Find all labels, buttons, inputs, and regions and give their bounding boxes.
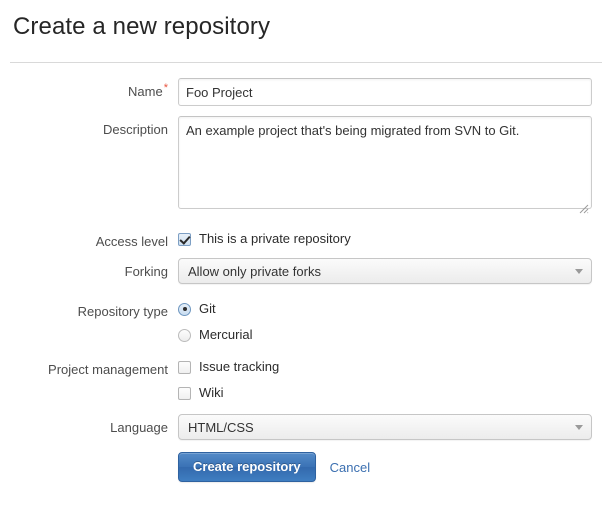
form-row-actions: Create repository Cancel: [0, 448, 612, 482]
name-label-text: Name: [128, 84, 163, 99]
private-repository-option[interactable]: This is a private repository: [178, 228, 612, 250]
description-control: [178, 116, 612, 214]
form-row-repository-type: Repository type Git Mercurial: [0, 298, 612, 346]
repository-type-option-mercurial[interactable]: Mercurial: [178, 324, 612, 346]
repository-type-control: Git Mercurial: [178, 298, 612, 346]
actions-control: Create repository Cancel: [178, 448, 612, 482]
description-textarea[interactable]: [178, 116, 592, 209]
form-actions: Create repository Cancel: [178, 452, 612, 482]
form-row-language: Language HTML/CSS: [0, 414, 612, 440]
forking-control: Allow only private forks: [178, 258, 612, 284]
project-management-option-wiki[interactable]: Wiki: [178, 382, 612, 404]
description-textarea-wrapper: [178, 116, 592, 214]
create-repository-button[interactable]: Create repository: [178, 452, 316, 482]
language-select[interactable]: HTML/CSS: [178, 414, 592, 440]
form-row-forking: Forking Allow only private forks: [0, 258, 612, 284]
actions-label-spacer: [0, 448, 168, 454]
issue-tracking-checkbox[interactable]: [178, 360, 191, 374]
project-management-label: Project management: [48, 362, 168, 377]
issue-tracking-label: Issue tracking: [199, 359, 280, 374]
language-label: Language: [110, 420, 168, 435]
name-input[interactable]: [178, 78, 592, 106]
repository-type-label: Repository type: [77, 304, 168, 319]
page-title: Create a new repository: [13, 13, 271, 40]
title-divider: [10, 62, 602, 63]
chevron-down-icon: [575, 425, 583, 430]
language-select-value: HTML/CSS: [188, 419, 254, 435]
repository-type-radio-mercurial[interactable]: [178, 328, 191, 342]
language-control: HTML/CSS: [178, 414, 612, 440]
name-control: [178, 78, 612, 106]
cancel-link[interactable]: Cancel: [329, 459, 371, 475]
form-row-name: Name*: [0, 78, 612, 106]
private-repository-checkbox[interactable]: [178, 232, 191, 246]
form-row-description: Description: [0, 116, 612, 214]
forking-select-value: Allow only private forks: [188, 263, 321, 279]
repository-type-label-git: Git: [199, 301, 216, 316]
private-repository-label: This is a private repository: [199, 231, 351, 246]
wiki-label: Wiki: [199, 385, 224, 400]
project-management-option-issue-tracking[interactable]: Issue tracking: [178, 356, 612, 378]
name-label: Name*: [0, 78, 168, 100]
create-repository-form: Name* Description: [0, 78, 612, 492]
access-level-label: Access level: [95, 234, 168, 249]
description-label: Description: [102, 122, 168, 137]
repository-type-radio-git[interactable]: [178, 302, 191, 316]
repository-type-label-mercurial: Mercurial: [199, 327, 253, 342]
form-row-project-management: Project management Issue tracking Wiki: [0, 356, 612, 404]
project-management-control: Issue tracking Wiki: [178, 356, 612, 404]
repository-type-option-git[interactable]: Git: [178, 298, 612, 320]
forking-select[interactable]: Allow only private forks: [178, 258, 592, 284]
access-level-control: This is a private repository: [178, 228, 612, 250]
forking-label: Forking: [124, 264, 168, 279]
chevron-down-icon: [575, 269, 583, 274]
required-asterisk-icon: *: [163, 81, 168, 94]
form-row-access-level: Access level This is a private repositor…: [0, 228, 612, 250]
wiki-checkbox[interactable]: [178, 386, 191, 400]
